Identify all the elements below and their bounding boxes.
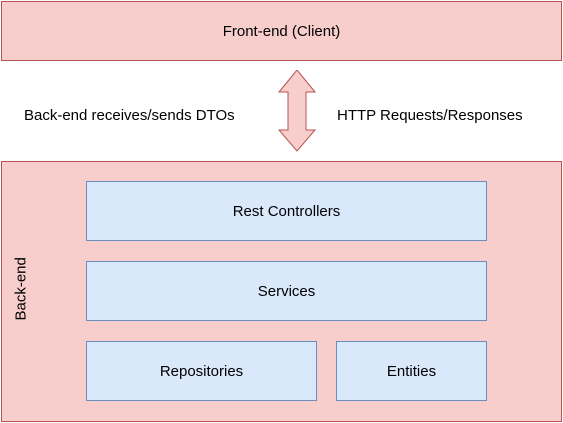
dto-label: Back-end receives/sends DTOs	[24, 107, 235, 124]
rest-controllers-label: Rest Controllers	[232, 202, 341, 220]
services-layer: Services	[86, 261, 487, 321]
entities-layer: Entities	[336, 341, 487, 401]
backend-label: Back-end	[12, 257, 30, 321]
frontend-box: Front-end (Client)	[1, 1, 562, 61]
http-label: HTTP Requests/Responses	[337, 107, 523, 124]
repositories-label: Repositories	[159, 362, 244, 380]
frontend-label: Front-end (Client)	[222, 22, 341, 40]
entities-label: Entities	[386, 362, 437, 380]
bidirectional-arrow	[278, 70, 316, 152]
rest-controllers-layer: Rest Controllers	[86, 181, 487, 241]
services-label: Services	[257, 282, 316, 300]
repositories-layer: Repositories	[86, 341, 317, 401]
